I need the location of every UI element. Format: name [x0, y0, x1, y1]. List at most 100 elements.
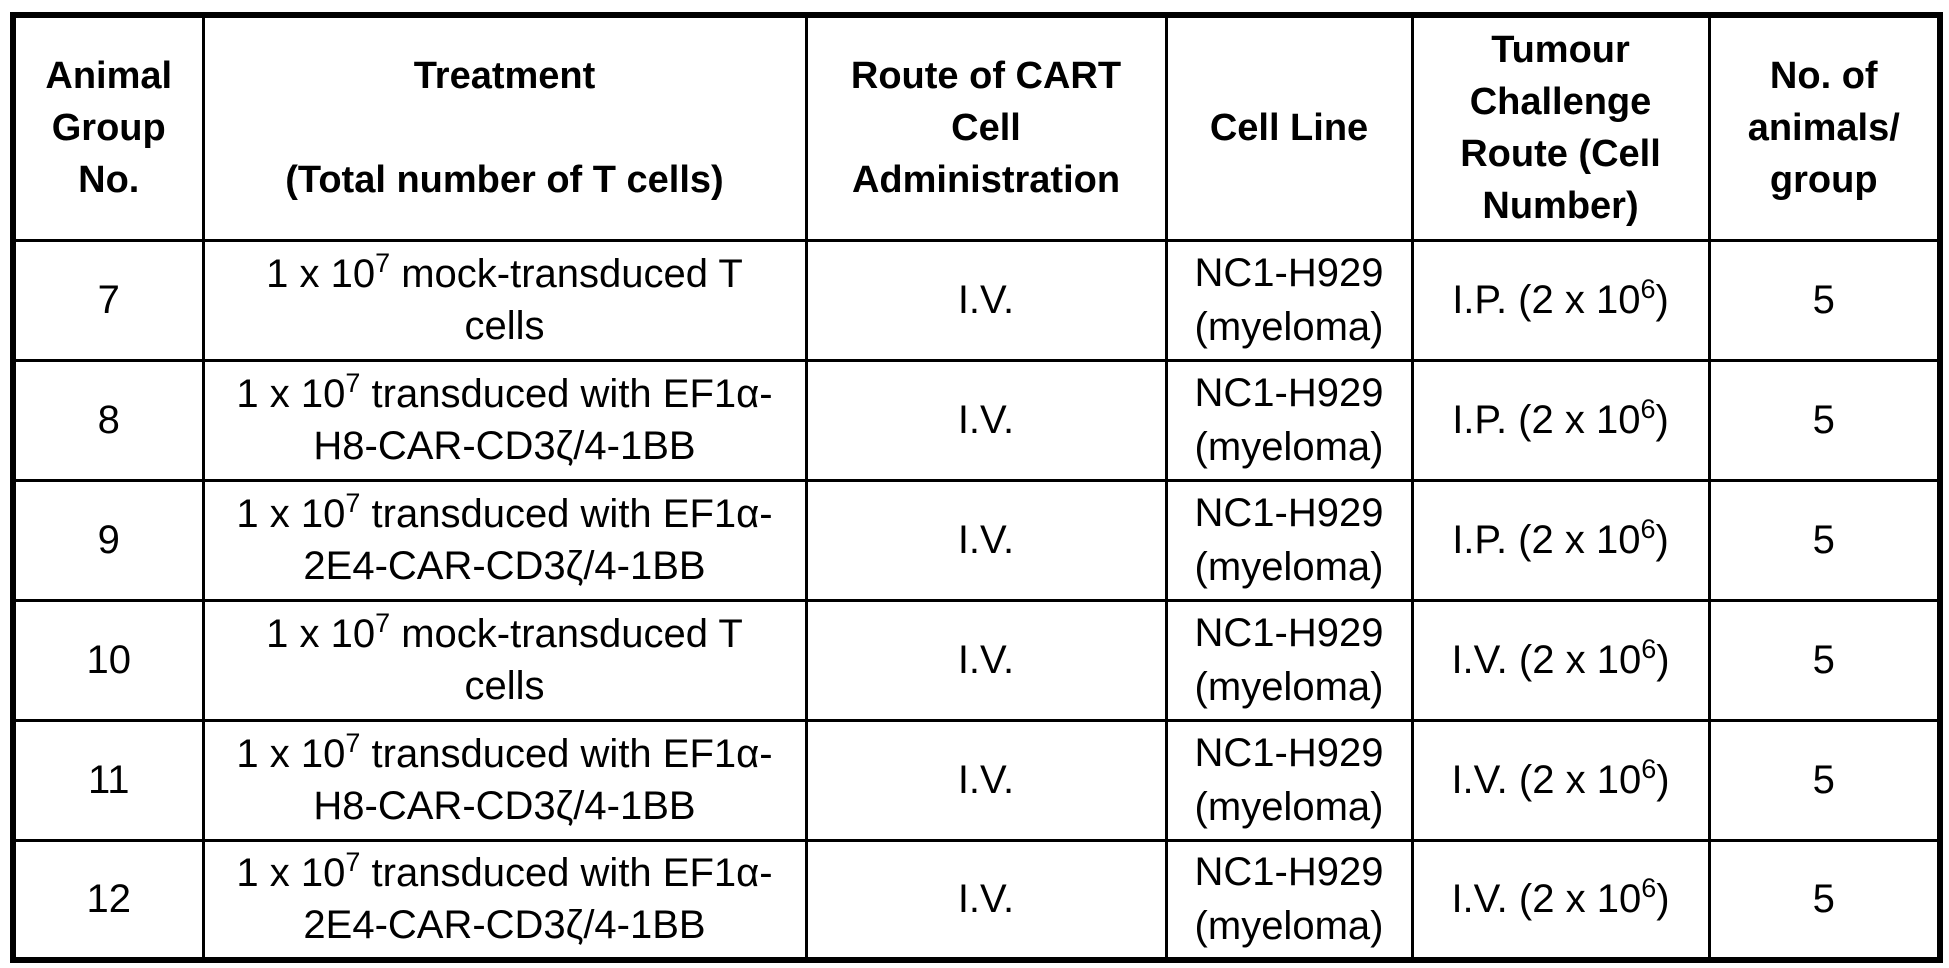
- cell-group-no: 8: [11, 358, 205, 482]
- exponent: 6: [1640, 514, 1656, 544]
- header-line: Treatment: [413, 55, 596, 98]
- exponent: 6: [1641, 634, 1657, 664]
- treatment-line-1: 1 x 107 transduced with EF1α-: [236, 847, 773, 896]
- treatment-line-2: H8-CAR-CD3ζ/4-1BB: [313, 784, 696, 828]
- treatment-line-2: cells: [464, 664, 545, 708]
- cell-treatment: 1 x 107 transduced with EF1α- H8-CAR-CD3…: [201, 718, 808, 842]
- cell-cell-line: NC1-H929 (myeloma): [1164, 238, 1414, 362]
- col-header-route-of-cart: Route of CART Cell Administration: [804, 13, 1168, 242]
- header-line: Cell: [951, 107, 1021, 150]
- cell-line-type: (myeloma): [1194, 545, 1384, 589]
- header-line: Animal: [45, 55, 173, 98]
- cell-tumour-challenge: I.V. (2 x 106): [1410, 598, 1711, 722]
- cell-line-name: NC1-H929: [1194, 371, 1384, 415]
- exponent: 6: [1640, 394, 1656, 424]
- col-header-treatment: Treatment (Total number of T cells): [201, 13, 808, 242]
- cell-animals-per-group: 5: [1707, 358, 1942, 482]
- exponent: 7: [345, 488, 361, 518]
- cell-route: I.V.: [804, 598, 1168, 722]
- table-row-group-7: 7 1 x 107 mock-transduced T cells I.V. N…: [11, 238, 1942, 362]
- cell-line-block: NC1-H929 (myeloma): [1169, 486, 1409, 594]
- cell-animals-per-group: 5: [1707, 718, 1942, 842]
- table-row-group-9: 9 1 x 107 transduced with EF1α- 2E4-CAR-…: [11, 478, 1942, 602]
- cell-route: I.V.: [804, 238, 1168, 362]
- treatment-line-1: 1 x 107 mock-transduced T: [266, 608, 743, 657]
- exponent: 7: [345, 728, 361, 758]
- cell-animals-per-group: 5: [1707, 238, 1942, 362]
- table-row-group-8: 8 1 x 107 transduced with EF1α- H8-CAR-C…: [11, 358, 1942, 482]
- cell-line-name: NC1-H929: [1194, 611, 1384, 655]
- cell-tumour-challenge: I.V. (2 x 106): [1410, 718, 1711, 842]
- exponent: 7: [345, 847, 361, 878]
- cell-line-block: NC1-H929 (myeloma): [1169, 606, 1409, 714]
- treatment-line-1: 1 x 107 transduced with EF1α-: [236, 488, 773, 537]
- header-line: Group: [51, 107, 166, 150]
- exponent: 7: [375, 248, 391, 278]
- treatment-line-1: 1 x 107 transduced with EF1α-: [236, 728, 773, 777]
- cell-group-no: 9: [11, 478, 205, 602]
- table-row-group-11: 11 1 x 107 transduced with EF1α- H8-CAR-…: [11, 718, 1942, 842]
- cell-treatment: 1 x 107 mock-transduced T cells: [201, 238, 808, 362]
- cell-treatment: 1 x 107 transduced with EF1α- 2E4-CAR-CD…: [201, 478, 808, 602]
- cell-group-no: 11: [11, 718, 205, 842]
- cell-line-type: (myeloma): [1194, 785, 1384, 829]
- header-line: No. of: [1769, 55, 1878, 98]
- table-header-row: Animal Group No. Treatment (Total number…: [11, 13, 1942, 242]
- header-line: No.: [78, 159, 140, 202]
- cell-group-no: 12: [11, 838, 205, 962]
- header-line: Tumour: [1491, 29, 1630, 72]
- header-line: Challenge: [1469, 81, 1652, 124]
- table-row-group-12: 12 1 x 107 transduced with EF1α- 2E4-CAR…: [11, 838, 1942, 962]
- cell-cell-line: NC1-H929 (myeloma): [1164, 598, 1414, 722]
- table-row-group-10: 10 1 x 107 mock-transduced T cells I.V. …: [11, 598, 1942, 722]
- col-header-animal-group-no: Animal Group No.: [11, 13, 205, 242]
- exponent: 7: [345, 368, 361, 398]
- cell-line-block: NC1-H929 (myeloma): [1169, 366, 1409, 474]
- animal-groups-table: Animal Group No. Treatment (Total number…: [10, 12, 1943, 963]
- cell-tumour-challenge: I.P. (2 x 106): [1410, 358, 1711, 482]
- cell-animals-per-group: 5: [1707, 598, 1942, 722]
- cell-group-no: 7: [11, 238, 205, 362]
- cell-line-type: (myeloma): [1194, 665, 1384, 709]
- cell-cell-line: NC1-H929 (myeloma): [1164, 358, 1414, 482]
- header-line: Administration: [851, 159, 1121, 202]
- cell-line-type: (myeloma): [1194, 305, 1384, 349]
- treatment-line-2: 2E4-CAR-CD3ζ/4-1BB: [303, 903, 706, 948]
- cell-cell-line: NC1-H929 (myeloma): [1164, 838, 1414, 962]
- col-header-animals-per-group: No. of animals/ group: [1707, 13, 1942, 242]
- cell-tumour-challenge: I.P. (2 x 106): [1410, 478, 1711, 602]
- treatment-line-2: 2E4-CAR-CD3ζ/4-1BB: [303, 544, 706, 588]
- cell-route: I.V.: [804, 478, 1168, 602]
- treatment-line-1: 1 x 107 mock-transduced T: [266, 248, 743, 297]
- cell-treatment: 1 x 107 mock-transduced T cells: [201, 598, 808, 722]
- cell-line-name: NC1-H929: [1194, 251, 1384, 295]
- cell-treatment: 1 x 107 transduced with EF1α- H8-CAR-CD3…: [201, 358, 808, 482]
- header-line: Number): [1482, 185, 1639, 228]
- cell-line-type: (myeloma): [1194, 904, 1384, 949]
- cell-group-no: 10: [11, 598, 205, 722]
- cell-route: I.V.: [804, 838, 1168, 962]
- col-header-cell-line: Cell Line: [1164, 13, 1414, 242]
- cell-route: I.V.: [804, 718, 1168, 842]
- header-line: Cell Line: [1209, 107, 1369, 150]
- cell-line-name: NC1-H929: [1194, 850, 1384, 895]
- cell-line-type: (myeloma): [1194, 425, 1384, 469]
- cell-line-name: NC1-H929: [1194, 731, 1384, 775]
- exponent: 7: [375, 608, 391, 638]
- cell-line-block: NC1-H929 (myeloma): [1169, 845, 1409, 953]
- cell-tumour-challenge: I.P. (2 x 106): [1410, 238, 1711, 362]
- cell-line-block: NC1-H929 (myeloma): [1169, 246, 1409, 354]
- exponent: 6: [1641, 873, 1657, 904]
- treatment-line-2: H8-CAR-CD3ζ/4-1BB: [313, 424, 696, 468]
- cell-treatment: 1 x 107 transduced with EF1α- 2E4-CAR-CD…: [201, 838, 808, 962]
- col-header-tumour-challenge: Tumour Challenge Route (Cell Number): [1410, 13, 1711, 242]
- cell-tumour-challenge: I.V. (2 x 106): [1410, 838, 1711, 962]
- header-line: Route (Cell: [1460, 133, 1661, 176]
- cell-line-block: NC1-H929 (myeloma): [1169, 726, 1409, 834]
- header-line: Route of CART: [850, 55, 1122, 98]
- cell-line-name: NC1-H929: [1194, 491, 1384, 535]
- treatment-line-1: 1 x 107 transduced with EF1α-: [236, 368, 773, 417]
- cell-animals-per-group: 5: [1707, 838, 1942, 962]
- exponent: 6: [1641, 754, 1657, 784]
- treatment-line-2: cells: [464, 304, 545, 348]
